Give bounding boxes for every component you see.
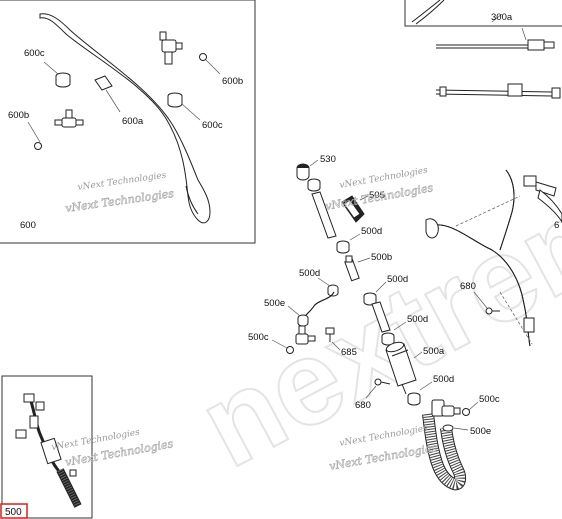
label-500a: 500a xyxy=(423,346,445,357)
bolt-685 xyxy=(325,327,335,342)
washer-500c-right xyxy=(462,408,470,416)
rod-lower xyxy=(435,83,561,99)
fitting-500b xyxy=(344,255,360,282)
label-530: 530 xyxy=(320,154,336,165)
washer-600b-left xyxy=(34,142,42,150)
hose-600a xyxy=(39,13,211,224)
hose-top-right-edge xyxy=(415,0,445,25)
leader-500c-right xyxy=(468,401,479,411)
leader-500e-left xyxy=(287,305,301,317)
washer-500c-left xyxy=(286,346,294,354)
inset-frame-300 xyxy=(404,0,562,27)
label-685: 685 xyxy=(341,347,357,358)
leader-600b-left xyxy=(27,121,41,143)
dash-line-right-a xyxy=(455,195,521,227)
bolt-680-upper xyxy=(485,307,500,315)
tube-upper xyxy=(311,191,337,239)
clamp-500d-left xyxy=(327,284,339,297)
washer-600b-right xyxy=(199,53,207,61)
leader-500d-right xyxy=(375,281,387,293)
label-680-lower: 680 xyxy=(355,400,371,411)
label-500b: 500b xyxy=(371,252,392,263)
leader-500d-mid xyxy=(393,321,407,331)
leader-600a xyxy=(105,89,121,113)
cap-530 xyxy=(296,163,310,181)
label-500d-left: 500d xyxy=(299,268,320,279)
dash-line-right-b xyxy=(499,291,533,345)
hose-top-right xyxy=(411,0,441,23)
label-680-upper: 680 xyxy=(460,281,476,292)
fitting-lower-left xyxy=(295,325,316,345)
leader-505 xyxy=(359,195,369,201)
clamp-500d-mid xyxy=(381,332,395,346)
leader-600b-right xyxy=(205,59,221,75)
label-500e-left: 500e xyxy=(264,298,285,309)
clamp-500e-right xyxy=(442,424,454,432)
label-500e-right: 500e xyxy=(470,426,491,437)
fitting-600b-left xyxy=(54,109,84,128)
clamp-500d-right xyxy=(363,292,377,306)
small-hose-curve-inner xyxy=(303,291,335,319)
filter-500a xyxy=(385,341,417,395)
thumbnail-assembly xyxy=(15,393,82,508)
part-505 xyxy=(341,195,365,223)
bolt-680-lower xyxy=(374,378,391,386)
leader-530 xyxy=(309,159,319,167)
label-600c-right: 600c xyxy=(202,120,223,131)
clamp-500d-low xyxy=(407,392,421,406)
label-500c-right: 500c xyxy=(479,394,500,405)
leader-500a xyxy=(413,351,423,359)
badge-500-label: 500 xyxy=(5,507,22,518)
leader-500c-left xyxy=(271,339,288,349)
label-300a: 300a xyxy=(491,12,513,23)
clamp-600c-right xyxy=(167,92,183,108)
corrugated-hose-lower xyxy=(422,399,467,491)
leader-500d-top xyxy=(349,233,361,241)
label-600c-left: 600c xyxy=(24,48,45,59)
clamp-500d-top xyxy=(336,240,350,254)
leader-500b xyxy=(357,257,371,263)
rod-300a xyxy=(436,27,555,51)
inset-frame-600 xyxy=(0,0,256,244)
label-500d-low: 500d xyxy=(433,374,454,385)
fitting-500c-right xyxy=(441,405,461,417)
thumbnail-frame-500 xyxy=(1,375,93,519)
leader-680-upper xyxy=(473,291,488,309)
leader-500e-right xyxy=(453,427,469,431)
leader-685 xyxy=(331,341,341,351)
leader-500d-low xyxy=(419,381,433,391)
label-500d-mid: 500d xyxy=(407,314,428,325)
label-600b-left: 600b xyxy=(8,110,29,121)
label-600b-right: 600b xyxy=(222,76,243,87)
badge-500[interactable] xyxy=(0,503,28,519)
corrugated-hose-right xyxy=(425,169,562,347)
fitting-600b-top xyxy=(159,31,183,65)
clamp-600c-left xyxy=(55,72,71,88)
label-500d-right: 500d xyxy=(387,274,408,285)
clamp-ring xyxy=(94,75,113,91)
label-600a: 600a xyxy=(122,116,144,127)
leader-600c-right xyxy=(181,103,201,121)
leader-600c-left xyxy=(43,61,59,75)
label-505: 505 xyxy=(369,190,385,201)
label-500c-left: 500c xyxy=(248,332,269,343)
label-600: 600 xyxy=(20,220,36,231)
clamp-500e-left xyxy=(297,314,309,327)
leader-300a xyxy=(491,13,503,23)
leader-500d-left xyxy=(317,277,331,287)
leader-680-lower xyxy=(365,385,377,399)
label-500d-top: 500d xyxy=(361,226,382,237)
clamp-under-530 xyxy=(307,178,321,192)
tube-middle xyxy=(371,301,391,333)
label-6: 6 xyxy=(554,220,559,231)
